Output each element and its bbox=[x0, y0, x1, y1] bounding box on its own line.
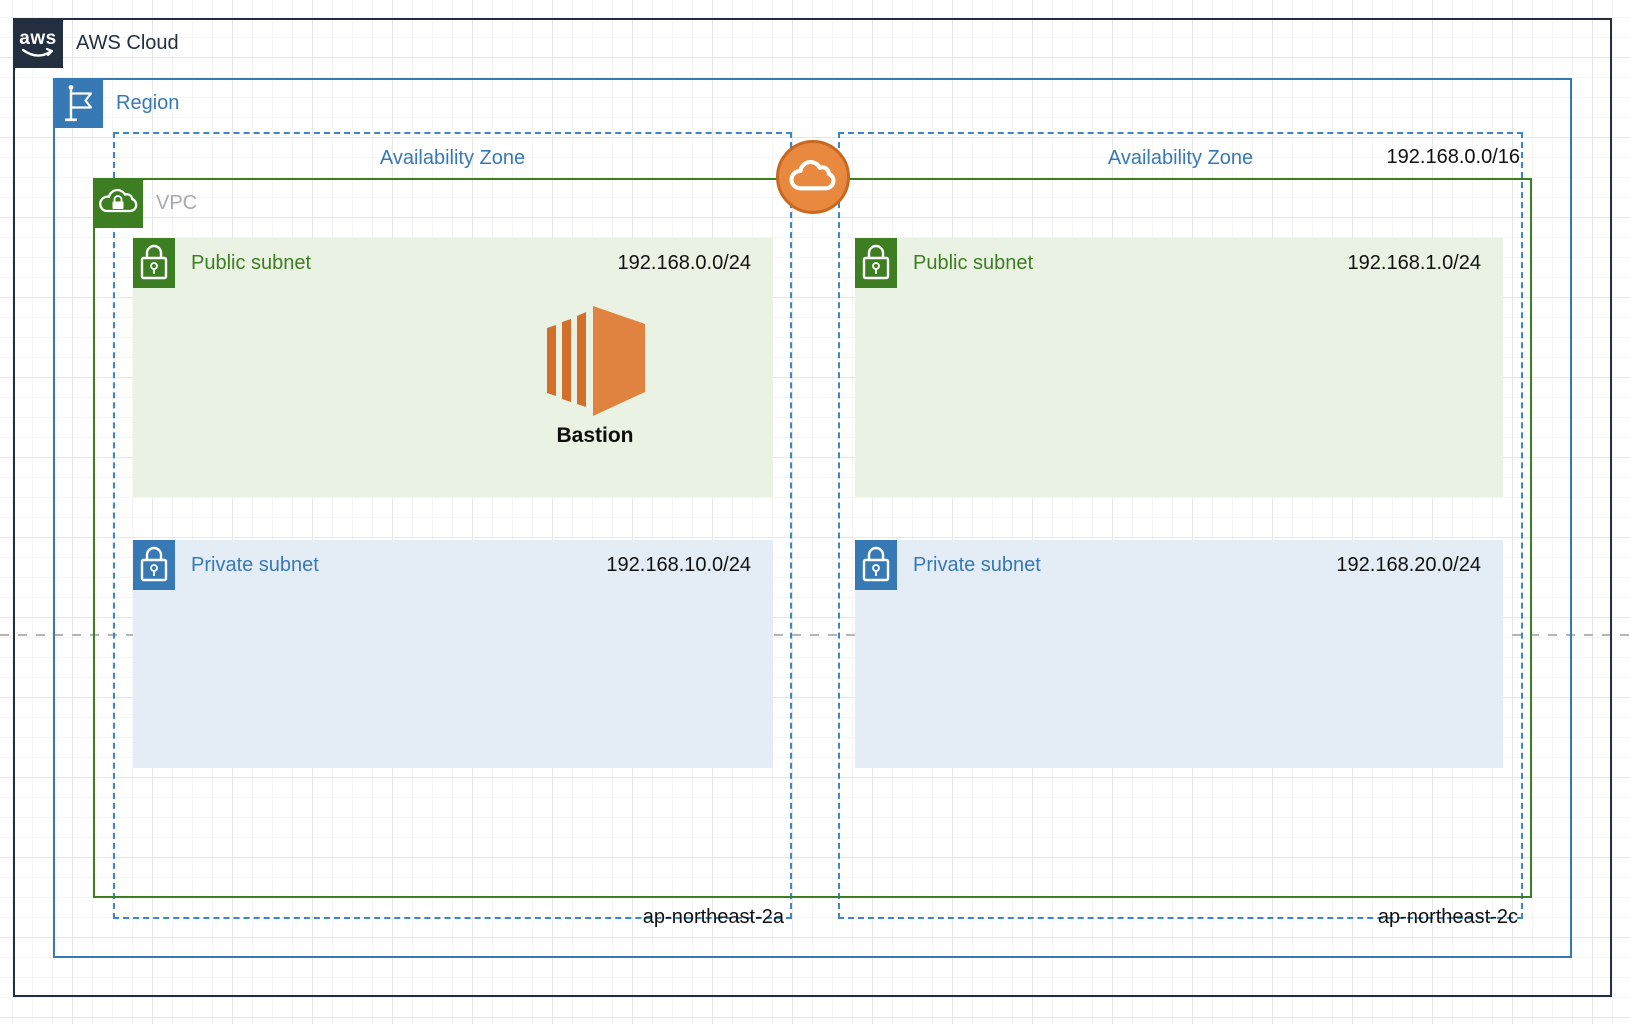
public-subnet-left-cidr: 192.168.0.0/24 bbox=[617, 251, 751, 274]
az-name-left: ap-northeast-2a bbox=[642, 906, 784, 928]
region-label: Region bbox=[116, 91, 180, 114]
private-subnet-left-label: Private subnet bbox=[191, 553, 319, 576]
ec2-instance-icon[interactable] bbox=[545, 297, 645, 419]
region-flag-icon bbox=[53, 78, 103, 128]
aws-cloud-icon: aws bbox=[13, 18, 63, 68]
availability-zone-right-box[interactable] bbox=[838, 132, 1523, 919]
private-subnet-left[interactable]: Private subnet 192.168.10.0/24 bbox=[133, 540, 773, 768]
private-subnet-right[interactable]: Private subnet 192.168.20.0/24 bbox=[855, 540, 1503, 768]
vpc-label: VPC bbox=[156, 191, 198, 214]
private-subnet-left-cidr: 192.168.10.0/24 bbox=[606, 553, 751, 576]
private-subnet-right-label: Private subnet bbox=[913, 553, 1041, 576]
public-subnet-right[interactable]: Public subnet 192.168.1.0/24 bbox=[855, 238, 1503, 497]
page-break-line bbox=[0, 634, 1630, 636]
vpc-icon bbox=[93, 178, 143, 228]
region-box[interactable] bbox=[53, 78, 1572, 958]
aws-cloud-label: AWS Cloud bbox=[76, 31, 179, 54]
aws-cloud-box[interactable] bbox=[13, 18, 1612, 997]
ec2-instance-label: Bastion bbox=[556, 424, 634, 447]
availability-zone-left-label: Availability Zone bbox=[379, 147, 526, 169]
aws-logo-text: aws bbox=[19, 27, 57, 49]
private-subnet-lock-icon bbox=[855, 540, 897, 590]
vpc-cloud-gateway-icon[interactable] bbox=[776, 140, 850, 214]
public-subnet-left-label: Public subnet bbox=[191, 251, 312, 274]
availability-zone-right-label: Availability Zone bbox=[1107, 147, 1254, 169]
aws-smile-icon bbox=[21, 47, 54, 57]
private-subnet-lock-icon bbox=[133, 540, 175, 590]
public-subnet-left[interactable]: Public subnet 192.168.0.0/24 bbox=[133, 238, 773, 497]
availability-zone-left-box[interactable] bbox=[113, 132, 792, 919]
az-name-right: ap-northeast-2c bbox=[1377, 906, 1518, 928]
public-subnet-right-label: Public subnet bbox=[913, 251, 1034, 274]
public-subnet-lock-icon bbox=[133, 238, 175, 288]
private-subnet-right-cidr: 192.168.20.0/24 bbox=[1336, 553, 1481, 576]
public-subnet-lock-icon bbox=[855, 238, 897, 288]
public-subnet-right-cidr: 192.168.1.0/24 bbox=[1347, 251, 1481, 274]
vpc-cidr-label: 192.168.0.0/16 bbox=[1386, 146, 1520, 168]
